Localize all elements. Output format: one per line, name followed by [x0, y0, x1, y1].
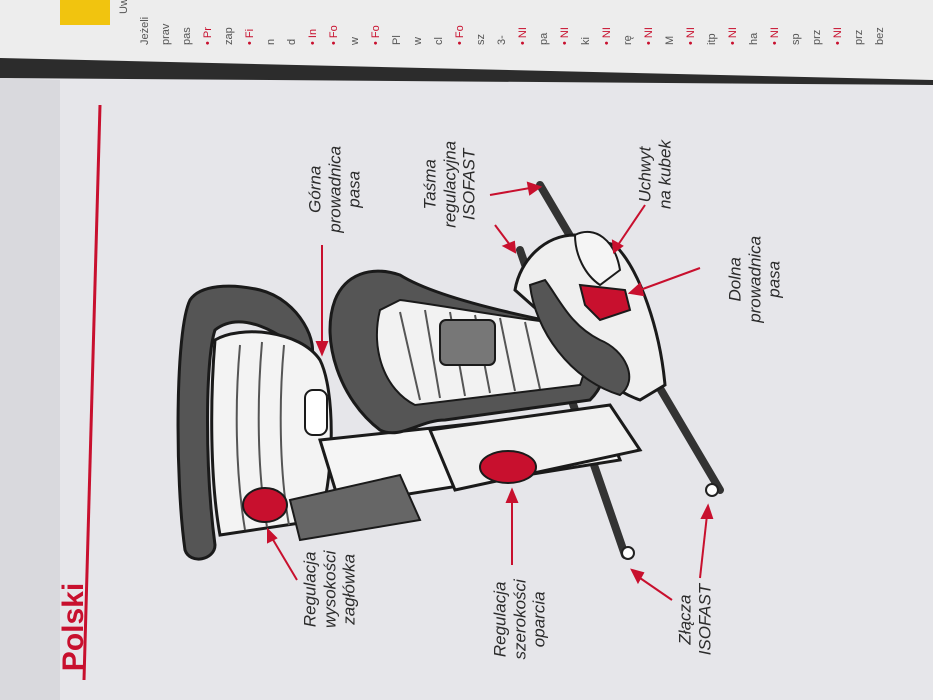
top-page-fragment: 3- — [496, 35, 508, 45]
yellow-tab — [60, 0, 110, 25]
top-page-fragment: ha — [748, 32, 760, 45]
top-page-fragment: zap — [223, 27, 235, 45]
top-page-fragment: itp — [706, 33, 718, 45]
headrest-wing — [176, 284, 315, 561]
header-rule — [82, 104, 102, 681]
label-cup-holder: Uchwyt na kubek — [635, 140, 674, 210]
top-page-fragment: prav — [160, 23, 172, 45]
top-page-fragment: • NI — [832, 27, 844, 45]
top-page-fragment: pa — [538, 32, 550, 45]
label-headrest-height: Regulacja wysokości zagłówka — [300, 550, 359, 629]
top-page-fragment: • Fo — [370, 25, 382, 45]
top-page-fragment: bez — [874, 27, 886, 45]
top-page-fragment: n — [265, 38, 277, 45]
top-page-fragment: w — [349, 37, 361, 45]
top-page-fragment: Uwa — [118, 0, 130, 14]
top-page — [0, 0, 933, 80]
label-lower-belt-guide: Dolna prowadnica pasa — [725, 235, 784, 323]
lower-belt-guide-part — [578, 283, 632, 322]
label-upper-belt-guide: Górna prowadnica pasa — [305, 145, 364, 233]
top-page-fragment: • Fi — [244, 28, 256, 45]
top-page-fragment: prz — [811, 29, 823, 45]
top-page-fragment: cl — [433, 37, 445, 45]
top-page-fragment: sz — [475, 34, 487, 45]
label-backrest-width: Regulacja szerokości oparcia — [490, 579, 549, 660]
top-page-fragment: • Fo — [328, 25, 340, 45]
top-page-fragment: d — [286, 38, 298, 45]
top-page-fragment: • NI — [685, 27, 697, 45]
headrest-adjust-button — [242, 487, 288, 523]
top-page-fragment: • NI — [769, 27, 781, 45]
top-page-fragment: rę — [622, 35, 634, 45]
top-page-fragment: • In — [307, 28, 319, 45]
top-page-fragment: • NI — [559, 27, 571, 45]
top-page-fragment: • Fo — [454, 25, 466, 45]
top-page-fragment: M — [664, 35, 676, 45]
car-seat-illustration — [176, 181, 724, 561]
top-page-fragment: ki — [580, 37, 592, 45]
top-page-fragment: Jeżeli — [139, 16, 151, 45]
top-page-fragment: Pl — [391, 35, 403, 45]
top-page-fragment: • NI — [601, 27, 613, 45]
backrest-width-button — [479, 450, 537, 484]
language-header: Polski — [57, 582, 91, 672]
annotation-arrows — [267, 181, 714, 601]
top-page-fragment: • NI — [727, 27, 739, 45]
top-page-fragment: sp — [790, 33, 802, 45]
top-page-fragment: prz — [853, 29, 865, 45]
top-page-fragment: • Pr — [202, 27, 214, 45]
top-page-fragment: • NI — [517, 27, 529, 45]
top-page-fragment: • NI — [643, 27, 655, 45]
top-page-fragment: w — [412, 37, 424, 45]
top-page-fragment: pas — [181, 27, 193, 45]
cup-holder — [573, 230, 622, 287]
label-isofast-connectors: Złącza ISOFAST — [675, 583, 714, 656]
label-isofast-strap: Taśma regulacyjna ISOFAST — [420, 140, 479, 228]
